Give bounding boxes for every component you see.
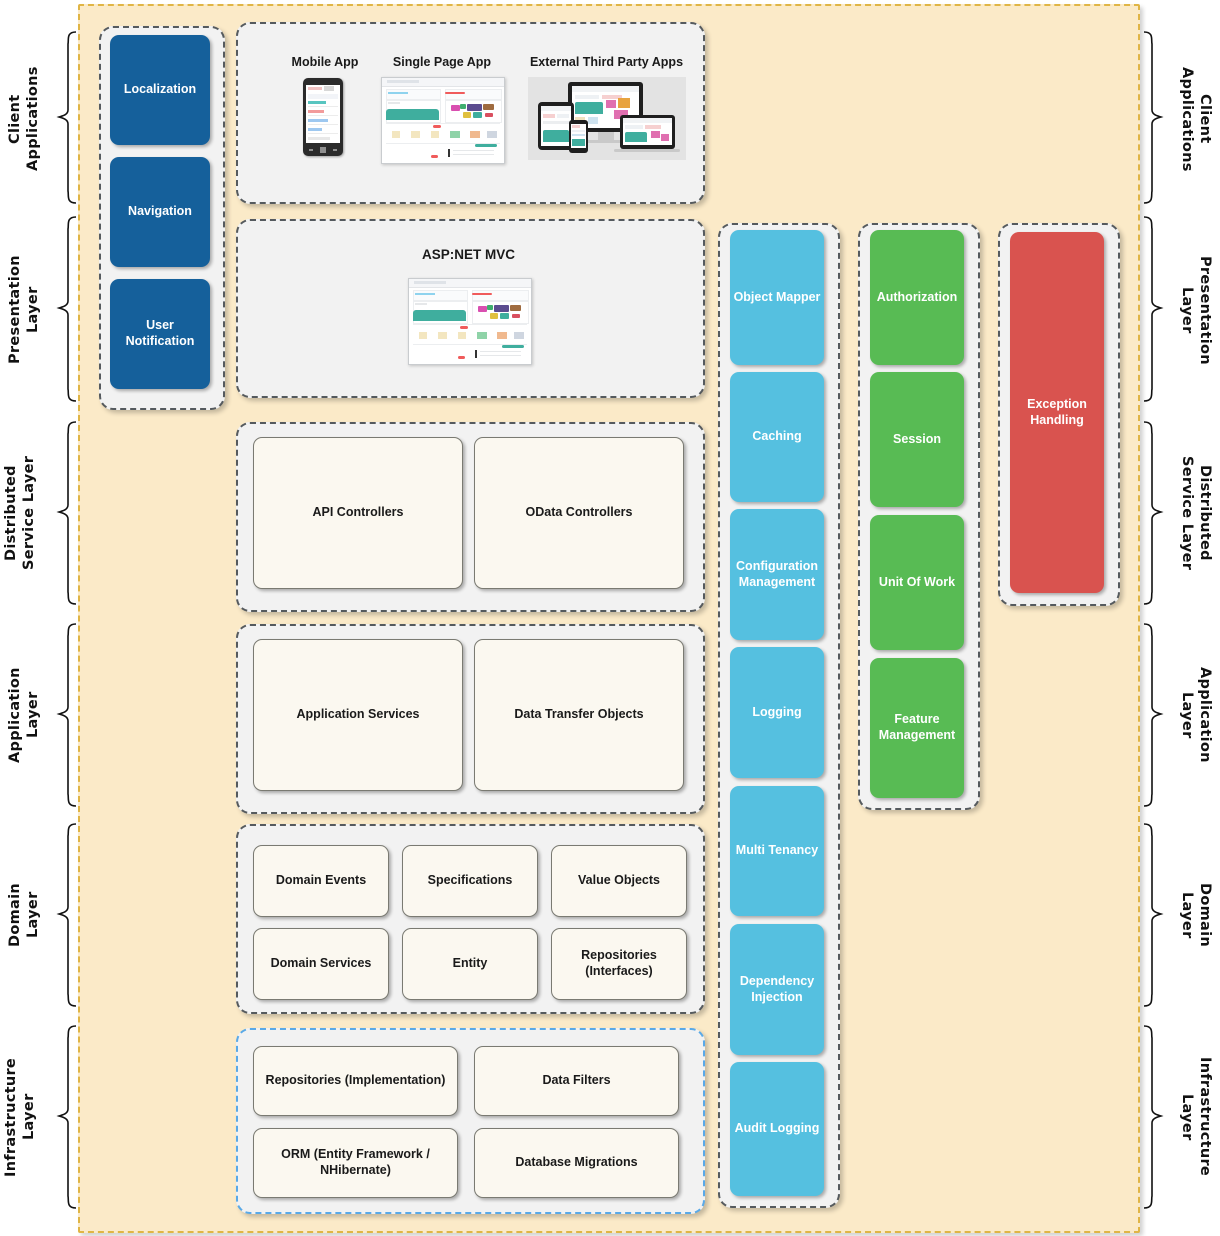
layer-label-right-client-applications: Client Applications (1178, 66, 1213, 172)
box-odata-controllers[interactable]: OData Controllers (474, 437, 684, 589)
box-feature-management[interactable]: Feature Management (870, 658, 964, 798)
box-application-services[interactable]: Application Services (253, 639, 463, 791)
thumbnail-label-single-page-app: Single Page App (392, 55, 492, 69)
layer-label-left-distributed-service-layer: Distributed Service Layer (3, 455, 38, 571)
multi-device-thumbnail-icon (528, 77, 686, 160)
layer-label-right-application-layer: Application Layer (1178, 667, 1213, 763)
layer-label-right-infrastructure-layer: Infrastructure Layer (1178, 1057, 1213, 1177)
aspnet-mvc-title: ASP:NET MVC (421, 247, 515, 262)
box-domain-services[interactable]: Domain Services (253, 928, 389, 1000)
box-configuration-management[interactable]: Configuration Management (730, 509, 824, 640)
bracket-right-infrastructure-layer (1142, 1024, 1164, 1210)
bracket-right-presentation-layer (1142, 215, 1164, 403)
box-repositories-implementation[interactable]: Repositories (Implementation) (253, 1046, 458, 1116)
mobile-phone-thumbnail-icon (303, 78, 343, 156)
layer-label-right-domain-layer: Domain Layer (1178, 883, 1213, 947)
thumbnail-label-mobile-app: Mobile App (291, 55, 359, 69)
box-multi-tenancy[interactable]: Multi Tenancy (730, 786, 824, 916)
bracket-left-application-layer (56, 622, 78, 808)
bracket-right-client-applications (1142, 30, 1164, 205)
layer-label-right-presentation-layer: Presentation Layer (1178, 255, 1213, 365)
layer-label-left-infrastructure-layer: Infrastructure Layer (3, 1057, 38, 1177)
box-repositories-interfaces[interactable]: Repositories (Interfaces) (551, 928, 687, 1000)
box-localization[interactable]: Localization (110, 35, 210, 145)
box-domain-events[interactable]: Domain Events (253, 845, 389, 917)
bracket-left-distributed-service-layer (56, 420, 78, 606)
bracket-right-distributed-service-layer (1142, 420, 1164, 606)
browser-dashboard-thumbnail-icon (381, 77, 505, 164)
box-logging[interactable]: Logging (730, 647, 824, 778)
layer-label-left-application-layer: Application Layer (7, 667, 42, 763)
box-audit-logging[interactable]: Audit Logging (730, 1062, 824, 1196)
box-orm[interactable]: ORM (Entity Framework / NHibernate) (253, 1128, 458, 1198)
box-database-migrations[interactable]: Database Migrations (474, 1128, 679, 1198)
box-caching[interactable]: Caching (730, 372, 824, 502)
box-dependency-injection[interactable]: Dependency Injection (730, 924, 824, 1055)
thumbnail-label-external-third-party-apps: External Third Party Apps (529, 55, 684, 69)
box-user-notification[interactable]: User Notification (110, 279, 210, 389)
box-value-objects[interactable]: Value Objects (551, 845, 687, 917)
bracket-left-infrastructure-layer (56, 1024, 78, 1210)
layer-label-left-domain-layer: Domain Layer (7, 883, 42, 947)
bracket-left-domain-layer (56, 822, 78, 1008)
bracket-right-domain-layer (1142, 822, 1164, 1008)
box-unit-of-work[interactable]: Unit Of Work (870, 515, 964, 650)
box-exception-handling[interactable]: Exception Handling (1010, 232, 1104, 593)
box-data-transfer-objects[interactable]: Data Transfer Objects (474, 639, 684, 791)
layer-label-left-presentation-layer: Presentation Layer (7, 255, 42, 365)
box-authorization[interactable]: Authorization (870, 230, 964, 365)
box-data-filters[interactable]: Data Filters (474, 1046, 679, 1116)
bracket-right-application-layer (1142, 622, 1164, 808)
box-api-controllers[interactable]: API Controllers (253, 437, 463, 589)
mvc-browser-dashboard-thumbnail-icon (408, 278, 532, 365)
box-navigation[interactable]: Navigation (110, 157, 210, 267)
bracket-left-client-applications (56, 30, 78, 205)
box-session[interactable]: Session (870, 372, 964, 507)
layer-label-right-distributed-service-layer: Distributed Service Layer (1178, 455, 1213, 571)
layer-label-left-client-applications: Client Applications (7, 66, 42, 172)
bracket-left-presentation-layer (56, 215, 78, 403)
box-specifications[interactable]: Specifications (402, 845, 538, 917)
box-object-mapper[interactable]: Object Mapper (730, 230, 824, 365)
box-entity[interactable]: Entity (402, 928, 538, 1000)
